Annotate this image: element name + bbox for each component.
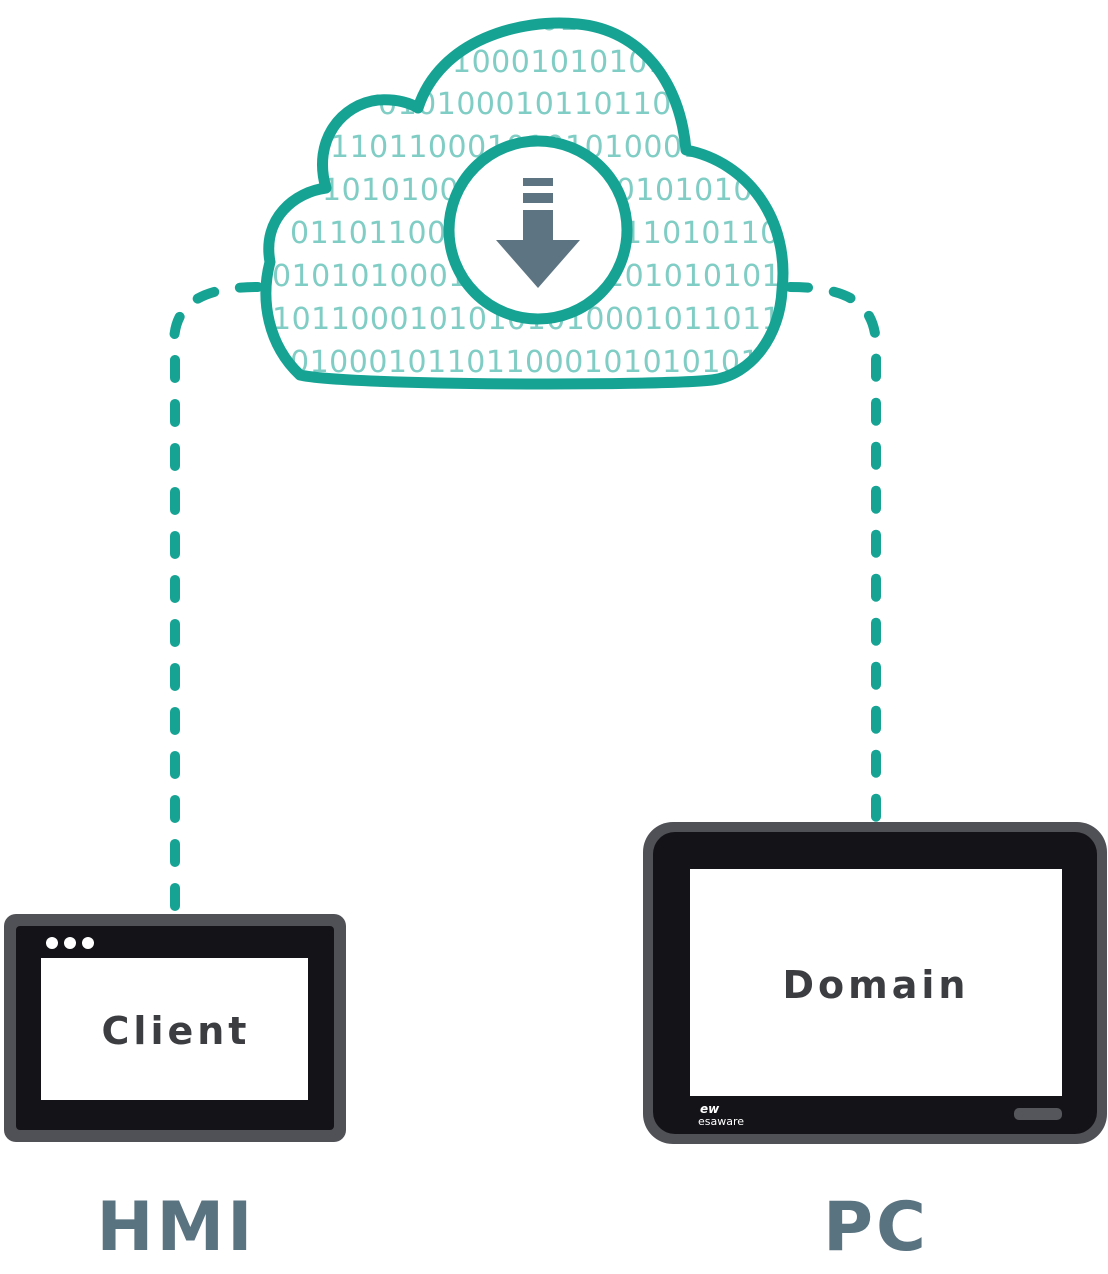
hmi-screen-label: Client <box>102 1009 251 1053</box>
window-dot-icon <box>64 937 76 949</box>
esaware-logo-text: esaware <box>698 1115 744 1128</box>
window-dot-icon <box>82 937 94 949</box>
window-dot-icon <box>46 937 58 949</box>
pc-device: Domain ew esaware <box>643 822 1107 1144</box>
pc-screen-label: Domain <box>783 963 970 1007</box>
download-arrow-icon <box>443 135 633 325</box>
hmi-device: Client <box>4 914 346 1142</box>
pc-home-button <box>1014 1108 1062 1120</box>
hmi-device-label: HMI <box>97 1188 256 1267</box>
binary-line: 01000101101100010101010100 <box>290 345 799 380</box>
binary-line: 1000101010101 <box>452 45 707 80</box>
esaware-logo-mark: ew <box>700 1102 720 1116</box>
pc-screen <box>690 869 1062 1096</box>
connector-cloud-to-pc <box>785 282 882 827</box>
connector-cloud-to-hmi <box>168 282 263 917</box>
pc-device-label: PC <box>823 1188 929 1267</box>
hmi-screen <box>41 958 308 1100</box>
